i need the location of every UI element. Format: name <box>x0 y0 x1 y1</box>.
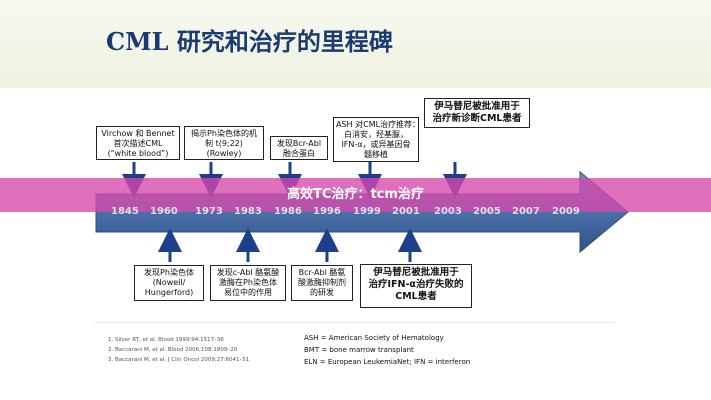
event-text: 发现Bcr-Abl <box>276 139 322 148</box>
year-label: 1973 <box>195 206 223 217</box>
event-text: Hungerford) <box>144 288 194 297</box>
event-text: (Rowley) <box>206 149 242 158</box>
event-text: 酸激酶抑制剂 <box>298 278 346 287</box>
event-box-1973: 揭示Ph染色体的机 制 t(9;22) (Rowley) <box>184 126 264 160</box>
year-label: 1999 <box>353 206 381 217</box>
year-label: 1983 <box>234 206 262 217</box>
event-text: 揭示Ph染色体的机 <box>191 129 257 138</box>
event-box-1983: 发现c-Abl 酪氨酸 激酶在Ph染色体 易位中的作用 <box>210 265 286 301</box>
event-text: (“white blood”) <box>107 149 169 158</box>
event-text: ASH 对CML治疗推荐： <box>336 120 421 129</box>
event-text: 白消安，羟基脲， <box>344 130 408 139</box>
year-label: 2005 <box>473 206 501 217</box>
event-box-1845: Virchow 和 Bennet 首次描述CML (“white blood”) <box>96 126 180 160</box>
event-text: 髓移植 <box>364 150 388 159</box>
event-text: 激酶在Ph染色体 <box>219 278 277 287</box>
abbreviation-line: BMT = bone marrow transplant <box>304 346 414 354</box>
event-box-1986: 发现Bcr-Abl 融合蛋白 <box>270 136 328 160</box>
event-text: 融合蛋白 <box>283 149 315 158</box>
event-text: Virchow 和 Bennet <box>101 129 175 138</box>
overlay-banner-text: 高效TC治疗：tcm治疗 <box>287 187 424 202</box>
event-box-1996: Bcr-Abl 酪氨 酸激酶抑制剂 的研发 <box>291 265 353 301</box>
event-text: 首次描述CML <box>113 139 163 148</box>
event-box-1960: 发现Ph染色体 (Nowell/ Hungerford) <box>134 265 204 301</box>
event-box-2003: 伊马替尼被批准用于 治疗新诊断CML患者 <box>424 98 530 128</box>
overlay-band <box>0 178 711 212</box>
slide-title: CML 研究和治疗的里程碑 <box>106 27 393 56</box>
year-label: 1986 <box>274 206 302 217</box>
abbreviation-line: ELN = European LeukemiaNet; IFN = interf… <box>304 358 471 366</box>
header-band <box>0 0 711 88</box>
reference-line: 2. Baccarani M, et al. Blood 2006;108:18… <box>108 347 238 353</box>
year-label: 1845 <box>111 206 139 217</box>
event-text: 发现Ph染色体 <box>144 268 194 277</box>
event-text: 易位中的作用 <box>224 288 272 297</box>
footer-divider <box>94 322 614 323</box>
event-text: 的研发 <box>310 288 334 297</box>
event-text: 发现c-Abl 酪氨酸 <box>216 268 280 277</box>
reference-line: 3. Baccarani M, et al. J Clin Oncol 2009… <box>108 357 250 363</box>
event-text: (Nowell/ <box>152 278 186 287</box>
event-text: 治疗IFN-α治疗失败的 <box>368 279 464 290</box>
event-box-2001: 伊马替尼被批准用于 治疗IFN-α治疗失败的 CML患者 <box>360 264 472 308</box>
event-text: 制 t(9;22) <box>205 139 243 148</box>
year-label: 1960 <box>150 206 178 217</box>
year-label: 2001 <box>392 206 420 217</box>
event-text: CML患者 <box>395 291 437 302</box>
abbreviation-line: ASH = American Society of Hematology <box>304 334 444 342</box>
event-text: 治疗新诊断CML患者 <box>432 113 522 124</box>
reference-line: 1. Silver RT, et al. Blood 1999;94:1517–… <box>108 337 224 343</box>
event-text: IFN-α，或异基因骨 <box>341 140 411 149</box>
event-box-1999: ASH 对CML治疗推荐： 白消安，羟基脲， IFN-α，或异基因骨 髓移植 <box>333 117 421 162</box>
event-text: 伊马替尼被批准用于 <box>434 101 520 112</box>
year-label: 1996 <box>313 206 341 217</box>
year-label: 2009 <box>552 206 580 217</box>
event-text: Bcr-Abl 酪氨 <box>298 268 346 277</box>
year-label: 2003 <box>434 206 462 217</box>
year-label: 2007 <box>512 206 540 217</box>
event-text: 伊马替尼被批准用于 <box>373 267 459 278</box>
